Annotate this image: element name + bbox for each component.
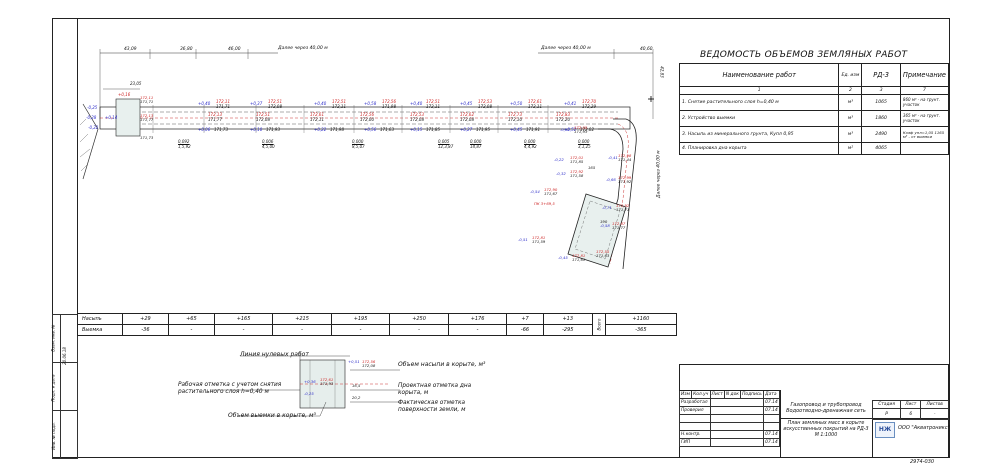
left-mark-2: -0,28 [86,115,97,120]
fill-label: Насыпь [77,313,123,325]
colnum-4: 7 [899,86,950,95]
drawing-code: 2974-030 [910,459,935,465]
title-divider-h1 [780,418,949,419]
stamp-text-2: Подп. и дата [50,374,56,402]
title-divider-v2 [872,400,873,458]
dim-vertical: 42,83 [659,66,665,78]
sheet-title: План земляных масс в корыте искусственны… [783,421,869,438]
side-stamp: Инв. № подл. Подп. и дата Взам. инв. № 2… [50,314,78,459]
left-mark-4: +0,14 [105,115,118,120]
cut-label: Выемка [77,324,123,336]
fill-row: Насыпь +29+65+165 +215+195+250 +176+7+13… [77,313,678,336]
dim-right-top: 40,60 [640,47,653,52]
company-name: ООО "Акватроникс" [898,425,950,431]
header-note: Примечание [899,63,950,87]
dim-2: 36,80 [180,47,193,52]
total-label: Всего [591,313,606,336]
table-row: 2. Устройство выемки м³ 1860 365 м³ - на… [678,110,950,127]
elev-row-bottom: +0,06 171,73 +0,10 171,93 +0,22 171,98 +… [198,127,594,132]
stamp-date: 20.06.18 [61,347,67,365]
cut-row: Выемка -36-- --- --66-295 -365 [77,324,678,336]
elev-row-top: +0,40 172,11 171,71 +0,37 172,51 172,08 … [198,99,596,109]
title-divider-v1 [780,390,781,458]
further-label-1: Далее через 40,00 м [278,46,328,51]
header-qty: РД-3 [861,63,901,87]
left-mark-5: +0,16 [118,92,131,97]
further-vertical: Далее через 40,00 м [656,150,662,198]
statement-table: Наименование работ Ед. изм РД-3 Примечан… [678,63,950,155]
title-divider-h2 [679,390,780,391]
legend-zero-line: Линия нулевых работ [240,351,309,358]
dim-small: 23,05 [130,81,142,86]
legend-fill-vol: Объем насыпи в корыте, м³ [398,361,486,368]
legend-sample: +0,51 172,56 172,08 +0,36 172,61 171,93 … [304,359,376,400]
legend-design-mark: Проектная отметка дна корыта, м [398,383,472,396]
elev-row-mid: 172,13 171,77 172,51 172,08 172,61 172,1… [208,112,570,122]
legend-actual-mark: Фактическая отметка поверхности земли, м [398,400,466,413]
header-unit: Ед. изм [838,63,863,87]
legend-diagram [210,352,400,417]
earthwork-plan [79,49,654,270]
company-logo: НЖ [875,422,895,438]
colnum-2: 2 [838,86,863,95]
legend-work-mark: Рабочая отметка с учетом снятия растител… [178,382,282,395]
dim-1: 43,09 [124,47,137,52]
stamp-text-1: Инв. № подл. [50,422,56,450]
colnum-3: 3 [861,86,901,95]
statement-title: ВЕДОМОСТЬ ОБЪЕМОВ ЗЕМЛЯНЫХ РАБОТ [700,50,908,60]
inner-frame-line [77,18,78,458]
table-row: 4. Планировка дна корыта м² 4065 [678,142,950,155]
dim-3: 46,00 [228,47,241,52]
section-values: 0,092 1,5,92 0,006 4,5,00 0,000 8,5,07 0… [178,139,591,149]
colnum-1: 1 [678,86,840,95]
table-row: 1. Снятие растительного слоя h=0,40 м м³… [678,94,950,111]
stamp-text-3: Взам. инв. № [50,324,56,352]
branch-labels: -0,12 172,05 171,93 -0,22 172,01 171,85 … [518,125,632,262]
further-label-2: Далее через 40,00 м [541,46,591,51]
legend-cut-vol: Объем выемки в корыте, м³ [228,412,316,419]
left-mark-1: -0,25 [87,105,98,110]
header-name: Наименование работ [678,63,840,87]
left-block-elevations: 172,11 171,71 172,13 171,77 171,73 [140,95,154,140]
drawing-sheet [52,18,950,458]
left-mark-3: -0,22 [88,125,99,130]
table-row: 3. Насыпь из минерального грунта, Купл 0… [678,126,950,143]
project-name: Газопровод и трубопровод Водоотводно-дре… [786,402,866,414]
volumes-table: Насыпь +29+65+165 +215+195+250 +176+7+13… [77,313,678,336]
